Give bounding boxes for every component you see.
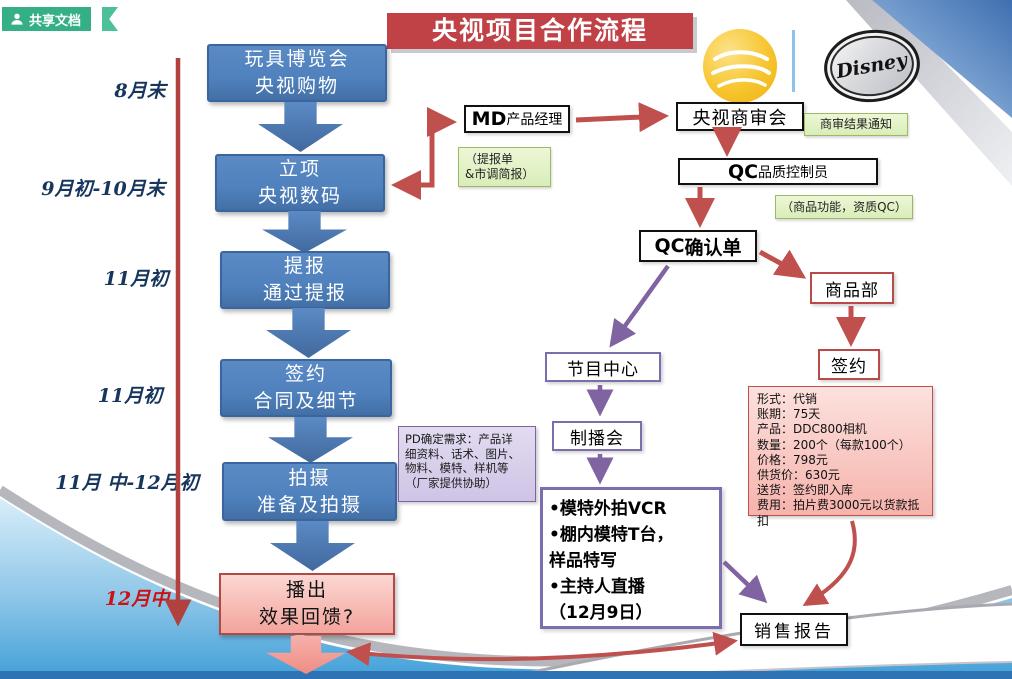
pd-requirements-note: PD确定需求：产品详 细资料、话术、图片、 物料、模特、样机等 （厂家提供协助） [398, 426, 536, 502]
brand-logo-yellow [703, 29, 777, 103]
person-icon [11, 13, 23, 25]
broadcast-feedback-box: 播出效果回馈? [219, 573, 395, 635]
arrow-md-review [575, 102, 669, 133]
review-result-note: 商审结果通知 [804, 113, 908, 136]
arrow-broadcast-sales [346, 631, 738, 667]
timeline-label: 11月 中-12月初 [55, 472, 199, 494]
down-block-arrow-icon [270, 521, 355, 571]
arrow-shoot-sales [722, 560, 768, 604]
timeline-label: 9月初-10月末 [41, 178, 165, 200]
program-center-box: 节目中心 [545, 352, 661, 382]
timeline-label: 11月初 [103, 268, 169, 290]
sign-contract-box: 签约 [818, 349, 880, 380]
down-block-arrow-icon [258, 102, 343, 152]
arrow-liXiang-md [391, 107, 457, 200]
timeline-label: 8月末 [114, 80, 166, 102]
flow-step-shoot: 拍摄准备及拍摄 [222, 462, 397, 521]
badge-ribbon-tail-icon [102, 7, 118, 31]
production-meeting-box: 制播会 [552, 421, 642, 451]
down-block-arrow-icon [266, 636, 346, 674]
qc-scope-note: （商品功能，资质QC） [775, 195, 913, 219]
flow-step-expo: 玩具博览会央视购物 [207, 44, 387, 102]
arrow-confirm-merch [758, 249, 807, 279]
shared-doc-badge[interactable]: 共享文档 [2, 7, 92, 31]
wave-swirl-icon [711, 50, 771, 88]
logo-divider [792, 30, 795, 92]
arrow-confirm-program [609, 264, 670, 348]
shoot-plan-box: •模特外拍VCR •棚内模特T台， 样品特写 •主持人直播 （12月9日） [540, 487, 722, 629]
badge-label: 共享文档 [29, 13, 82, 29]
disney-logo-label: Disney [834, 48, 910, 84]
sales-report-box: 销售报告 [740, 613, 848, 646]
timeline-label: 12月中 [104, 588, 170, 610]
submission-note: （提报单 &市调简报） [458, 147, 551, 187]
arrow-terms-sales [802, 520, 857, 607]
page-title: 央视项目合作流程 [387, 13, 693, 49]
review-board-box: 央视商审会 [676, 102, 804, 131]
down-block-arrow-icon [262, 211, 347, 253]
timeline-label: 11月初 [97, 385, 163, 407]
down-block-arrow-icon [268, 417, 353, 463]
flow-step-submit: 提报通过提报 [220, 251, 390, 309]
flow-step-project: 立项央视数码 [215, 154, 385, 212]
disney-logo: Disney [820, 25, 924, 107]
flow-step-sign: 签约合同及细节 [220, 359, 392, 417]
down-block-arrow-icon [266, 308, 351, 358]
deal-terms-box: 形式：代销 账期：75天 产品：DDC800相机 数量：200个（每款100个）… [748, 386, 933, 528]
merchandise-dept-box: 商品部 [810, 272, 894, 304]
